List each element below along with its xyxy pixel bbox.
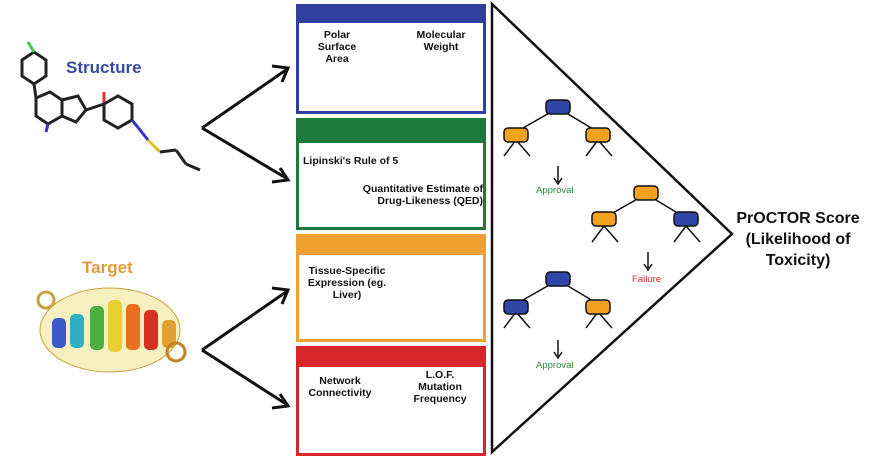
lipinski-rule-label: Lipinski's Rule of 5	[303, 155, 399, 167]
protein-target-image	[36, 287, 187, 373]
outcome-approval-1: Approval	[536, 185, 574, 196]
proctor-score-label: PrOCTOR Score (Likelihood of Toxicity)	[736, 210, 860, 269]
structure-label: Structure	[66, 58, 142, 77]
polar-surface-area-label: Polar Surface Area	[317, 29, 357, 65]
decision-tree-1	[503, 99, 613, 186]
lof-mutation-label: L.O.F. Mutation Frequency	[413, 369, 467, 405]
target-arrows	[201, 286, 291, 410]
structure-arrows	[201, 64, 291, 184]
outcome-failure: Failure	[632, 274, 662, 285]
network-connectivity-label: Network Connectivity	[308, 375, 372, 399]
panel-tissue-expression: Tissue-Specific Expression (eg. Liver)	[296, 234, 486, 342]
molecular-weight-label: Molecular Weight	[416, 29, 466, 53]
panel-network: Network Connectivity L.O.F. Mutation Fre…	[296, 346, 486, 456]
qed-label: Quantitative Estimate of Drug-Likeness (…	[362, 183, 483, 207]
molecule-structure-image	[20, 41, 201, 172]
decision-tree-3	[503, 271, 613, 360]
panel-drug-likeness: Lipinski's Rule of 5 Quantitative Estima…	[296, 118, 486, 230]
model-triangle	[490, 1, 734, 455]
tissue-expression-label: Tissue-Specific Expression (eg. Liver)	[307, 265, 387, 301]
decision-tree-2	[591, 185, 701, 272]
outcome-approval-2: Approval	[536, 360, 574, 371]
panel-physicochemical: Polar Surface Area Molecular Weight	[296, 4, 486, 114]
target-label: Target	[82, 258, 133, 277]
